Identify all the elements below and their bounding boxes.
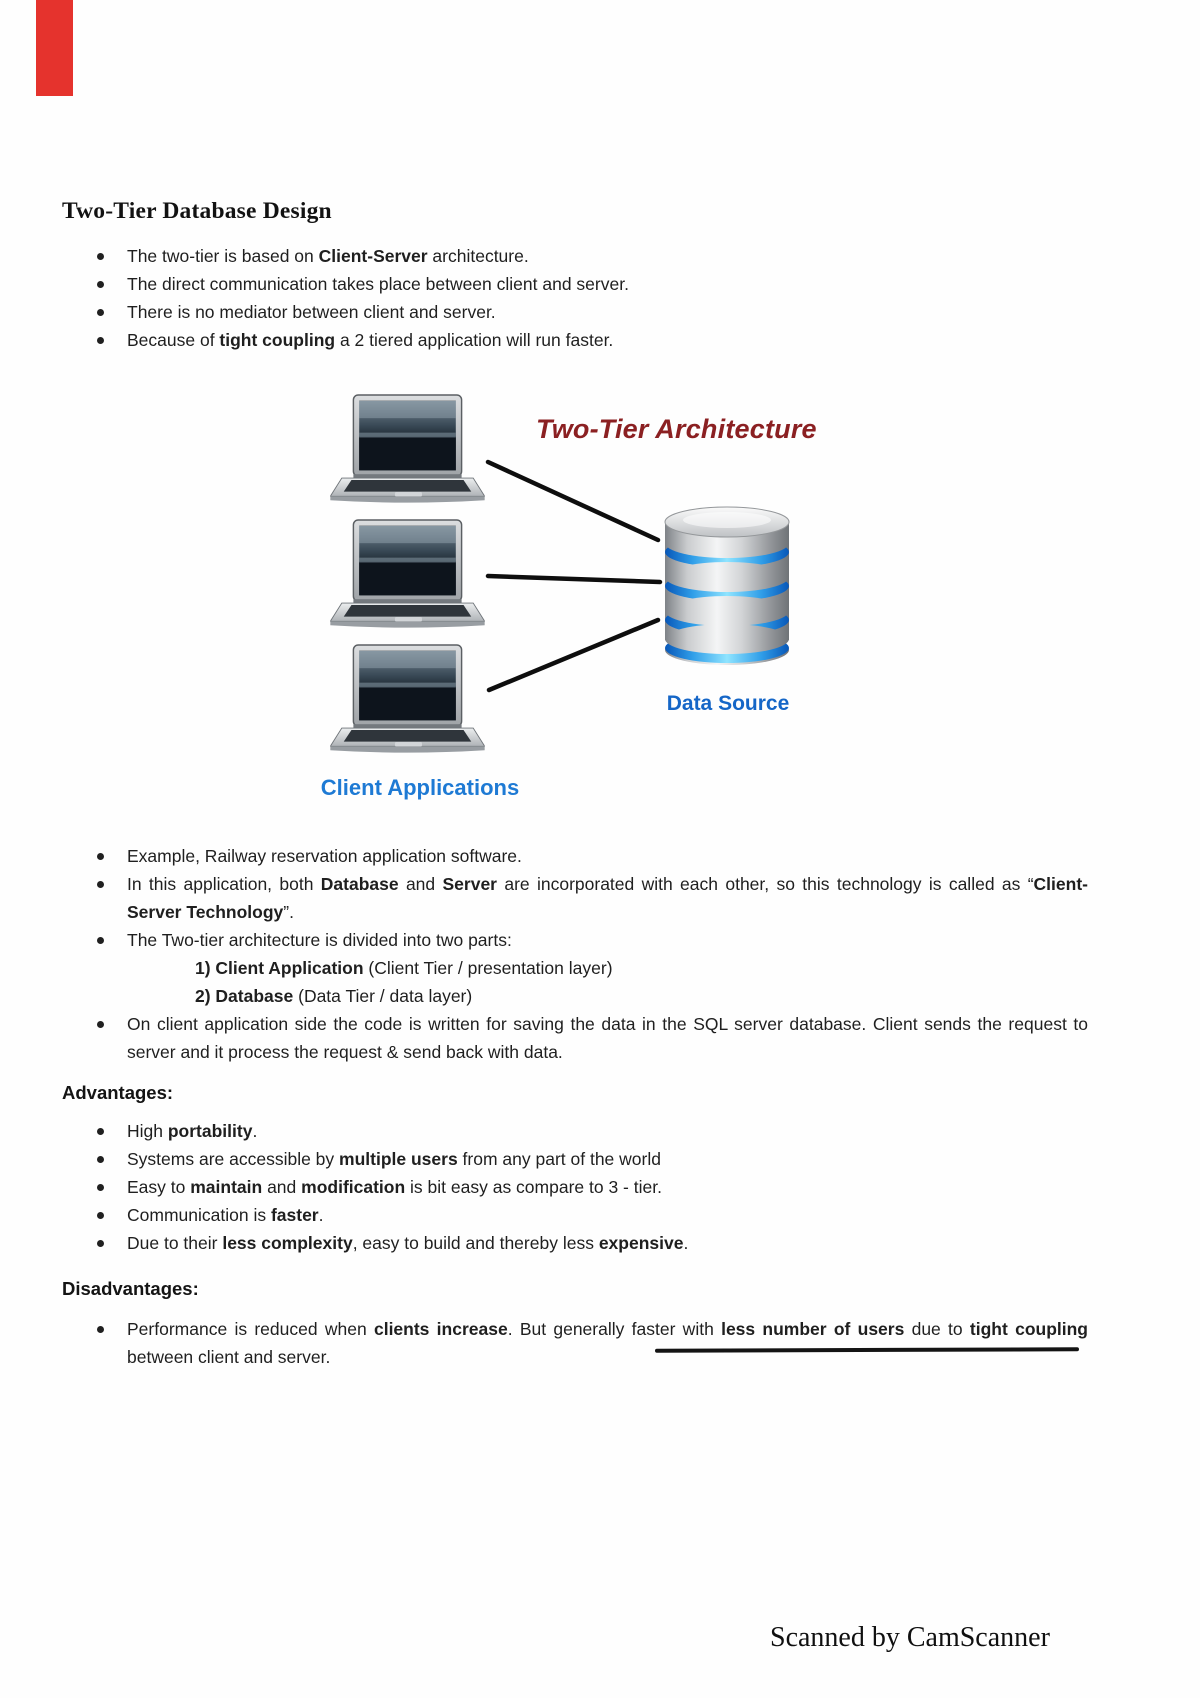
body-bullet-list: Example, Railway reservation application… [97,842,1088,954]
laptop-icon [330,644,485,758]
intro-bullet-list: The two-tier is based on Client-Server a… [97,242,1088,354]
bullet-item: The Two-tier architecture is divided int… [97,926,1088,954]
bullet-item: Example, Railway reservation application… [97,842,1088,870]
bullet-item: Because of tight coupling a 2 tiered app… [97,326,1088,354]
database-icon [662,502,792,670]
advantages-heading: Advantages: [62,1082,174,1103]
numbered-item: 2) Database (Data Tier / data layer) [195,986,473,1006]
disadvantages-list: Performance is reduced when clients incr… [97,1315,1088,1371]
client-applications-label: Client Applications [320,775,520,800]
scan-artifact-corner-strip [36,0,73,96]
datasource-label: Data Source [666,692,790,715]
bullet-item: In this application, both Database and S… [97,870,1088,926]
document-content: Two-Tier Database Design The two-tier is… [0,198,1200,1371]
page-title: Two-Tier Database Design [62,198,332,224]
advantages-list: High portability. Systems are accessible… [97,1117,1088,1257]
laptop-icon [330,394,485,508]
diagram-title: Two-Tier Architecture [536,414,817,444]
bullet-item: The direct communication takes place bet… [97,270,1088,298]
bullet-item: Systems are accessible by multiple users… [97,1145,1088,1173]
bullet-item: Easy to maintain and modification is bit… [97,1173,1088,1201]
bullet-item: High portability. [97,1117,1088,1145]
bullet-item: There is no mediator between client and … [97,298,1088,326]
bullet-item: On client application side the code is w… [97,1010,1088,1066]
body-bullet-list-2: On client application side the code is w… [97,1010,1088,1066]
disadvantages-heading: Disadvantages: [62,1278,199,1299]
numbered-list: 1) Client Application (Client Tier / pre… [195,954,1088,1010]
camscanner-watermark: Scanned by CamScanner [770,1622,1050,1653]
architecture-diagram: Two-Tier Architecture Data Source Client… [0,390,1200,820]
bullet-item: Communication is faster. [97,1201,1088,1229]
bullet-item: Due to their less complexity, easy to bu… [97,1229,1088,1257]
laptop-icon [330,519,485,633]
bullet-item: The two-tier is based on Client-Server a… [97,242,1088,270]
bullet-item: Performance is reduced when clients incr… [97,1315,1088,1371]
numbered-item: 1) Client Application (Client Tier / pre… [195,958,613,978]
connector-lines [485,459,663,693]
